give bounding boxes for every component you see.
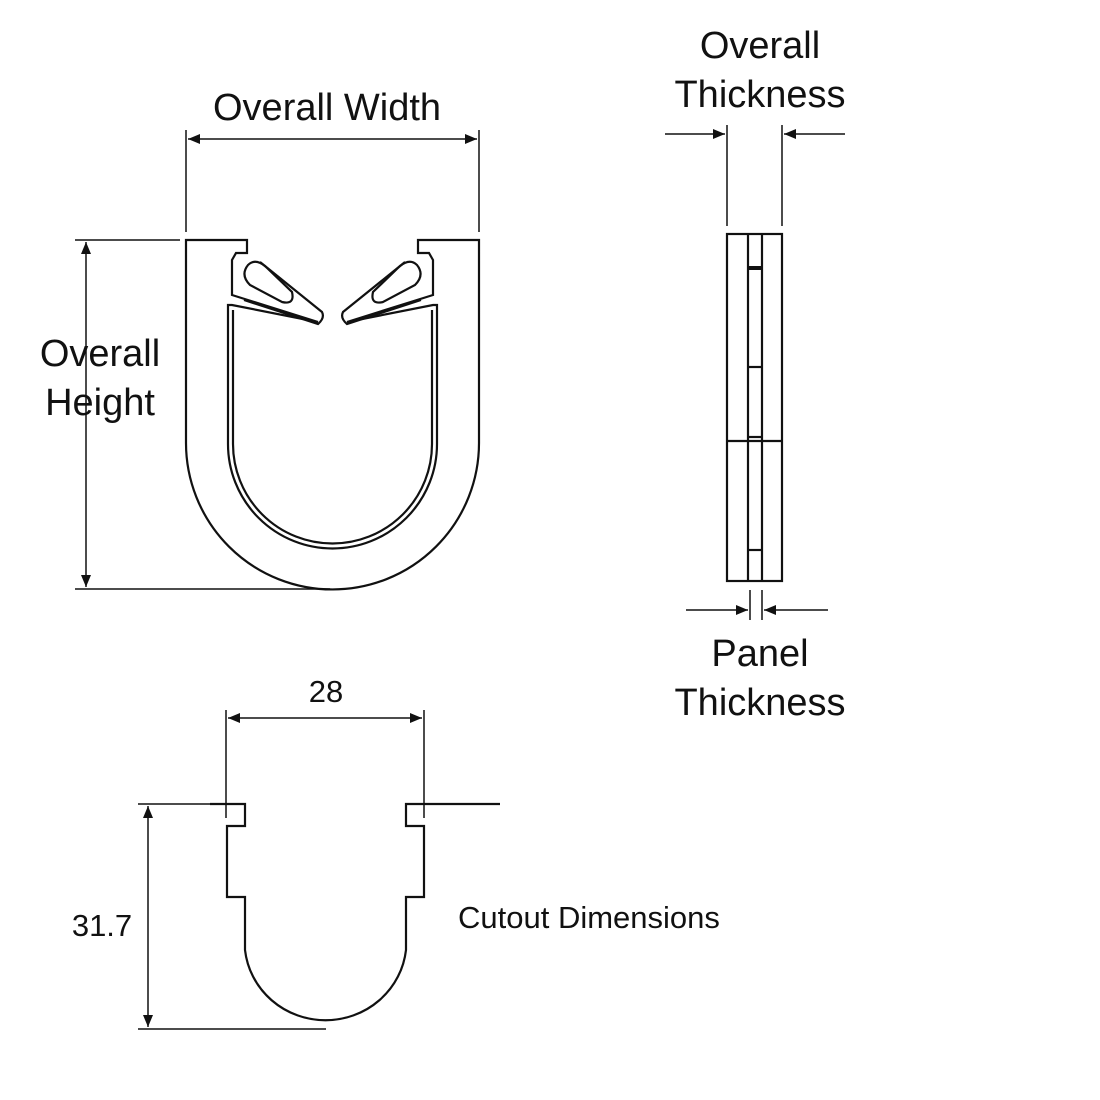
overall-width-dimension <box>185 130 480 232</box>
overall-height-line1: Overall <box>39 333 161 375</box>
front-view-grommet <box>184 238 481 591</box>
panel-thickness-dimension <box>686 590 828 620</box>
cutout-outline <box>210 802 500 1022</box>
cutout-width-value: 28 <box>308 674 344 709</box>
cutout-height-dimension <box>138 803 326 1030</box>
overall-height-label: Overall Height <box>30 330 170 427</box>
overall-thickness-label: Overall Thickness <box>660 22 860 119</box>
side-view-grommet <box>725 232 784 583</box>
cutout-height-value: 31.7 <box>71 908 133 943</box>
overall-thickness-line1: Overall <box>699 25 821 67</box>
overall-thickness-dimension <box>665 125 845 226</box>
cutout-dimensions-title: Cutout Dimensions <box>458 900 720 935</box>
overall-thickness-line2: Thickness <box>674 73 846 116</box>
overall-width-label: Overall Width <box>213 87 442 129</box>
overall-height-line2: Height <box>45 381 155 424</box>
cutout-width-dimension <box>225 710 425 818</box>
panel-thickness-line2: Thickness <box>674 681 846 724</box>
panel-thickness-line1: Panel <box>711 633 809 675</box>
panel-thickness-label: Panel Thickness <box>660 630 860 727</box>
overall-height-dimension <box>75 239 330 590</box>
